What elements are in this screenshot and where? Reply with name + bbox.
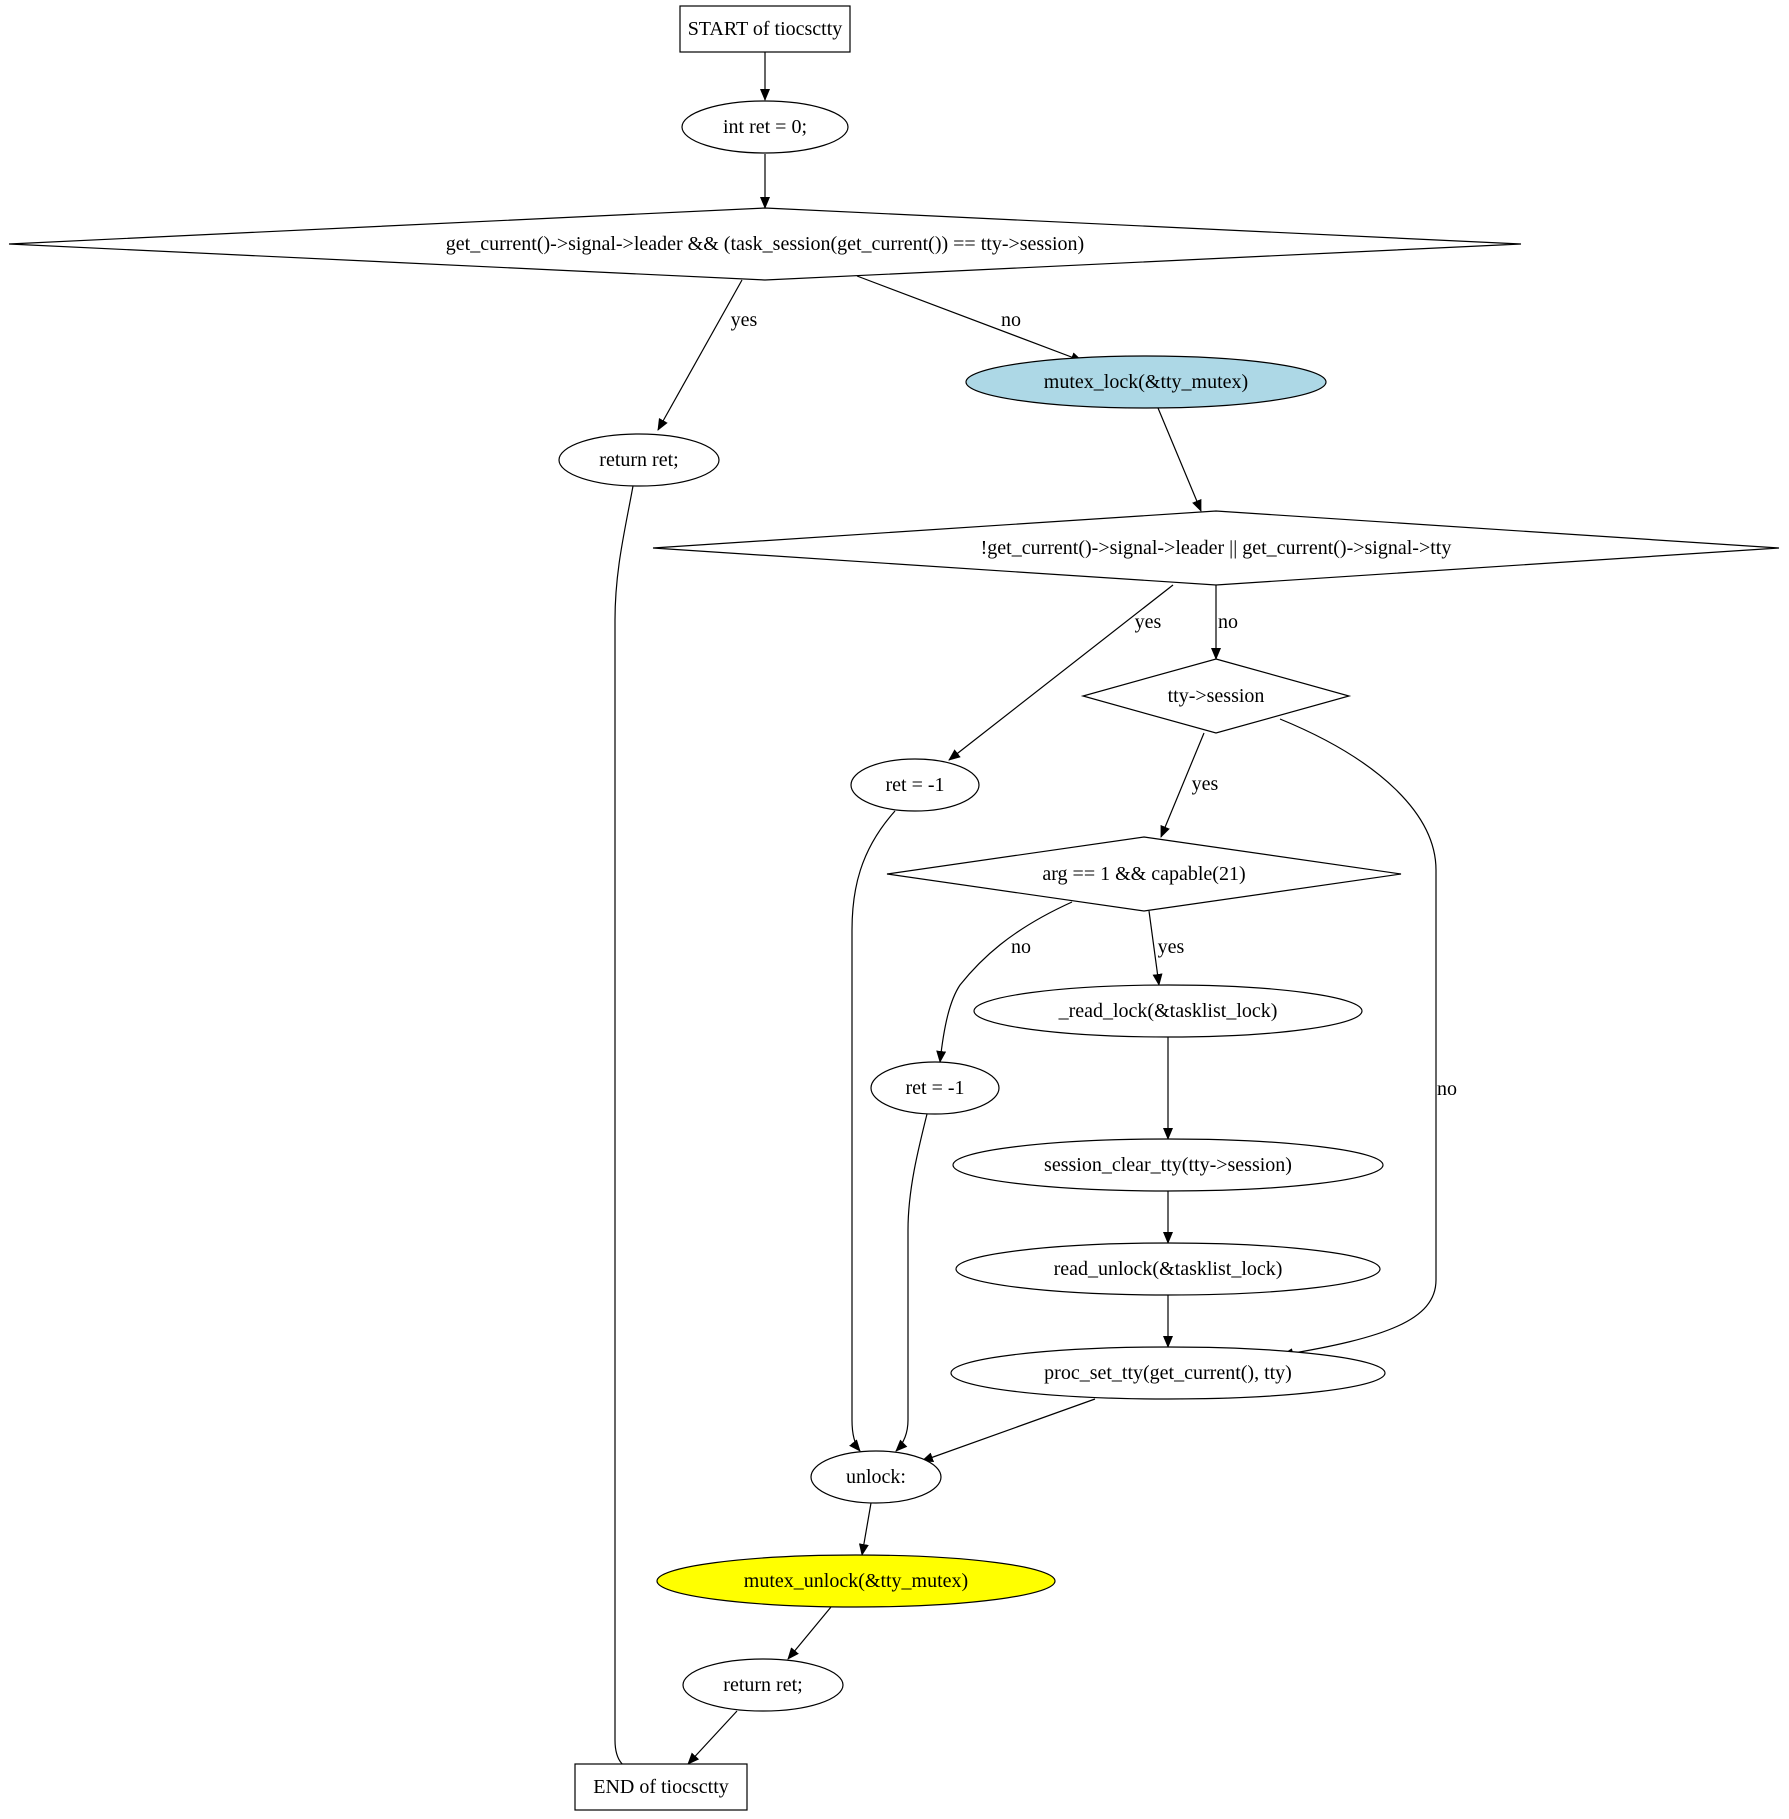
node-shape-ellipse bbox=[810, 1450, 942, 1504]
node-cond3: arg == 1 && capable(21) bbox=[886, 836, 1402, 912]
edge-cond1-to-mutex_lock bbox=[856, 275, 1083, 362]
node-shape-box bbox=[574, 1763, 748, 1811]
node-label: !get_current()->signal->leader || get_cu… bbox=[981, 537, 1452, 559]
node-return1: return ret; bbox=[558, 433, 720, 487]
node-label: tty->session bbox=[1168, 685, 1265, 707]
edge-proc_set-to-unlock_lbl bbox=[921, 1398, 1096, 1462]
node-session-clear: session_clear_tty(tty->session) bbox=[952, 1138, 1384, 1192]
node-label: return ret; bbox=[599, 449, 678, 471]
edge-ret_neg1_b-to-unlock_lbl bbox=[895, 1113, 928, 1452]
node-label: ret = -1 bbox=[905, 1077, 964, 1099]
node-shape-ellipse bbox=[850, 758, 980, 812]
node-cond2: !get_current()->signal->leader || get_cu… bbox=[652, 510, 1780, 586]
node-read-lock: _read_lock(&tasklist_lock) bbox=[973, 984, 1363, 1038]
node-shape-diamond bbox=[1080, 658, 1352, 734]
edge-ret_neg1_a-to-unlock_lbl bbox=[849, 810, 896, 1452]
edge-label-cond1-no: no bbox=[1001, 309, 1021, 331]
node-shape-diamond bbox=[652, 510, 1780, 586]
node-unlock-lbl: unlock: bbox=[810, 1450, 942, 1504]
node-start: START of tiocsctty bbox=[679, 5, 851, 53]
node-label: session_clear_tty(tty->session) bbox=[1044, 1154, 1292, 1176]
node-label: int ret = 0; bbox=[723, 116, 807, 138]
edge-label-cond1-yes: yes bbox=[731, 309, 758, 331]
node-end: END of tiocsctty bbox=[574, 1763, 748, 1811]
edge-label-cond3-yes: yes bbox=[1158, 936, 1185, 958]
node-init-ret: int ret = 0; bbox=[681, 100, 849, 154]
node-ret-neg1-a: ret = -1 bbox=[850, 758, 980, 812]
node-label: unlock: bbox=[846, 1466, 906, 1488]
edges-layer: yes no yes no yes no no yes bbox=[614, 52, 1457, 1775]
node-label: get_current()->signal->leader && (task_s… bbox=[446, 233, 1084, 255]
edge-cond3-to-read_lock bbox=[1148, 910, 1163, 986]
node-mutex-lock: mutex_lock(&tty_mutex) bbox=[965, 355, 1327, 409]
node-tty-session: tty->session bbox=[1080, 658, 1352, 734]
node-read-unlock: read_unlock(&tasklist_lock) bbox=[955, 1242, 1381, 1296]
edge-tty_session-to-proc_set bbox=[1279, 718, 1437, 1359]
node-label: mutex_unlock(&tty_mutex) bbox=[744, 1570, 968, 1592]
node-shape-ellipse bbox=[558, 433, 720, 487]
node-shape-ellipse bbox=[681, 100, 849, 154]
node-shape-ellipse bbox=[952, 1138, 1384, 1192]
node-shape-ellipse bbox=[973, 984, 1363, 1038]
node-shape-diamond bbox=[886, 836, 1402, 912]
edge-cond3-to-ret_neg1_b bbox=[936, 901, 1073, 1063]
node-label: END of tiocsctty bbox=[593, 1776, 729, 1798]
node-label: return ret; bbox=[723, 1674, 802, 1696]
node-shape-ellipse bbox=[656, 1554, 1056, 1608]
node-shape-ellipse bbox=[950, 1346, 1386, 1400]
edge-return1-to-end bbox=[614, 485, 641, 1775]
node-ret-neg1-b: ret = -1 bbox=[870, 1061, 1000, 1115]
edge-cond1-to-return1 bbox=[657, 279, 743, 431]
edge-tty_session-to-cond3 bbox=[1160, 732, 1205, 838]
edge-return2-to-end bbox=[687, 1710, 738, 1765]
node-shape-diamond bbox=[8, 207, 1522, 281]
node-mutex-unlock: mutex_unlock(&tty_mutex) bbox=[656, 1554, 1056, 1608]
node-return2: return ret; bbox=[682, 1658, 844, 1712]
edge-cond2-to-ret_neg1_a bbox=[948, 584, 1174, 761]
edge-mutex_lock-to-cond2 bbox=[1157, 407, 1202, 512]
node-shape-ellipse bbox=[965, 355, 1327, 409]
node-label: ret = -1 bbox=[885, 774, 944, 796]
node-shape-box bbox=[679, 5, 851, 53]
node-shape-ellipse bbox=[682, 1658, 844, 1712]
edge-label-cond3-no: no bbox=[1011, 936, 1031, 958]
edge-label-tty_session-no: no bbox=[1437, 1078, 1457, 1100]
nodes-layer: START of tiocsctty int ret = 0; get_curren… bbox=[8, 5, 1780, 1811]
edge-unlock_lbl-to-mutex_unlock bbox=[858, 1502, 872, 1556]
node-label: proc_set_tty(get_current(), tty) bbox=[1044, 1362, 1292, 1384]
node-shape-ellipse bbox=[870, 1061, 1000, 1115]
node-label: arg == 1 && capable(21) bbox=[1042, 863, 1245, 885]
edge-mutex_unlock-to-return2 bbox=[787, 1606, 832, 1660]
node-shape-ellipse bbox=[955, 1242, 1381, 1296]
node-label: read_unlock(&tasklist_lock) bbox=[1054, 1258, 1283, 1280]
node-cond1: get_current()->signal->leader && (task_s… bbox=[8, 207, 1522, 281]
edge-label-cond2-yes: yes bbox=[1135, 611, 1162, 633]
edge-label-tty_session-yes: yes bbox=[1192, 773, 1219, 795]
node-label: _read_lock(&tasklist_lock) bbox=[1058, 1000, 1278, 1022]
node-label: START of tiocsctty bbox=[688, 18, 843, 40]
edge-label-cond2-no: no bbox=[1218, 611, 1238, 633]
node-label: mutex_lock(&tty_mutex) bbox=[1044, 371, 1248, 393]
node-proc-set: proc_set_tty(get_current(), tty) bbox=[950, 1346, 1386, 1400]
